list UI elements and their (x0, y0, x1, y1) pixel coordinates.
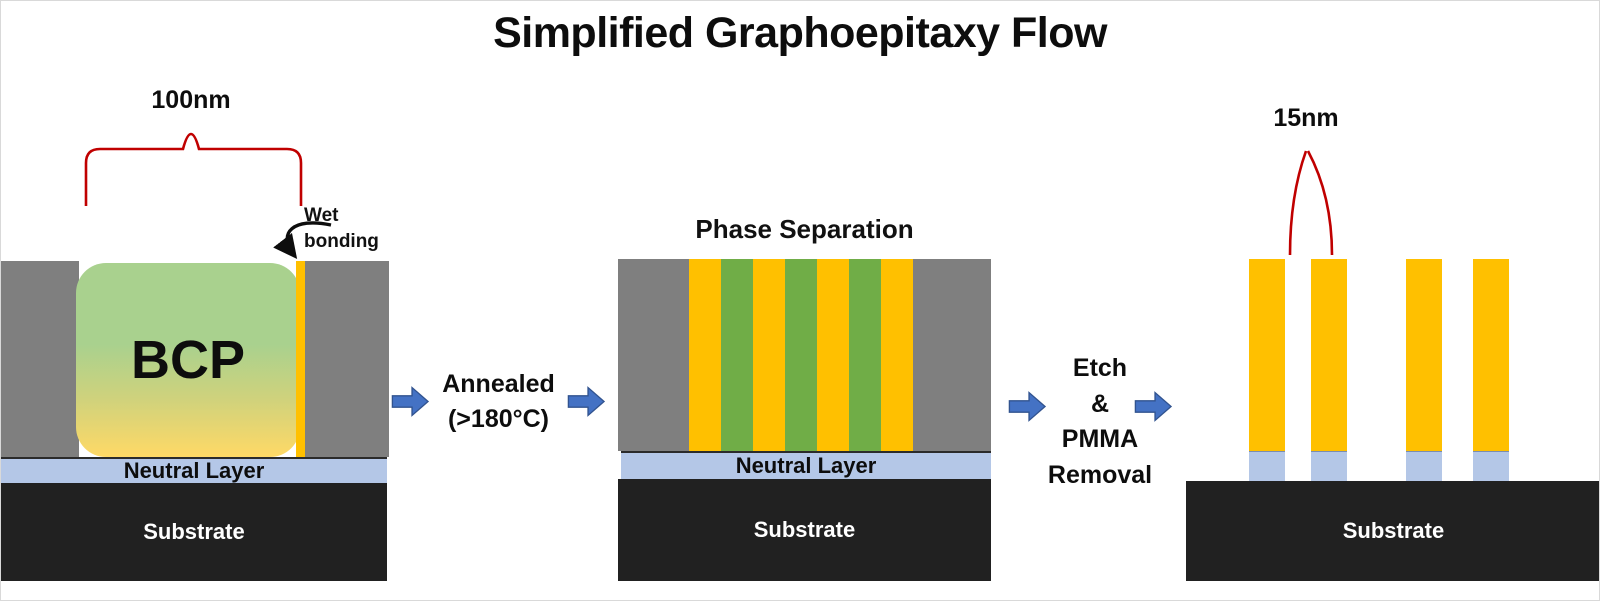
anneal-line1: Annealed (442, 370, 555, 398)
flow-arrow-icon (1134, 391, 1173, 422)
stripe-yellow (753, 259, 785, 451)
page-title: Simplified Graphoepitaxy Flow (493, 9, 1107, 57)
neutral-layer: Neutral Layer (621, 451, 991, 479)
wet-bonding-line1: Wet (304, 205, 339, 226)
stripe-yellow (689, 259, 721, 451)
bracket-15nm (1288, 150, 1334, 256)
pillar-base (1311, 451, 1347, 481)
wet-bonding-label: Wet bonding (304, 203, 379, 254)
lamellae-stripes (689, 259, 913, 451)
bcp-block: BCP (76, 263, 300, 457)
bcp-label: BCP (130, 330, 245, 390)
pillar-base (1406, 451, 1442, 481)
flow-arrow-icon (567, 386, 606, 417)
anneal-step-label: Annealed (>180°C) (426, 367, 571, 437)
substrate: Substrate (618, 479, 991, 581)
neutral-layer-label: Neutral Layer (735, 453, 877, 478)
neutral-layer-label: Neutral Layer (123, 458, 265, 483)
anneal-line2: (>180°C) (447, 405, 549, 433)
phase-separation-title: Phase Separation (695, 214, 914, 244)
substrate-label: Substrate (753, 517, 856, 542)
stripe-yellow (817, 259, 849, 451)
pillar-base (1473, 451, 1509, 481)
substrate: Substrate (1, 483, 387, 581)
substrate: Substrate (1186, 481, 1599, 581)
width-label-100nm: 100nm (151, 86, 231, 114)
neutral-layer: Neutral Layer (1, 457, 387, 483)
wet-bonding-line2: bonding (304, 230, 379, 252)
stripe-green (849, 259, 881, 451)
etch-line2: & (1090, 389, 1110, 418)
etch-step-label: Etch & PMMA Removal (1039, 351, 1161, 493)
etch-line4: Removal (1047, 460, 1153, 489)
pillar (1406, 259, 1442, 451)
stripe-yellow (881, 259, 913, 451)
stripe-green (721, 259, 753, 451)
pillar-base (1249, 451, 1285, 481)
bracket-100nm (84, 132, 303, 206)
guide-wall-left (1, 261, 79, 457)
pillar (1311, 259, 1347, 451)
flow-arrow-icon (1008, 391, 1047, 422)
wet-bonding-strip (296, 261, 305, 457)
etch-line1: Etch (1072, 354, 1128, 382)
flow-arrow-icon (391, 386, 430, 417)
pillar (1473, 259, 1509, 451)
stripe-green (785, 259, 817, 451)
guide-wall-right (304, 261, 389, 457)
substrate-label: Substrate (1342, 518, 1445, 543)
gap-label-15nm: 15nm (1273, 104, 1339, 132)
substrate-label: Substrate (143, 519, 245, 544)
etch-line3: PMMA (1061, 425, 1139, 453)
pillar (1249, 259, 1285, 451)
